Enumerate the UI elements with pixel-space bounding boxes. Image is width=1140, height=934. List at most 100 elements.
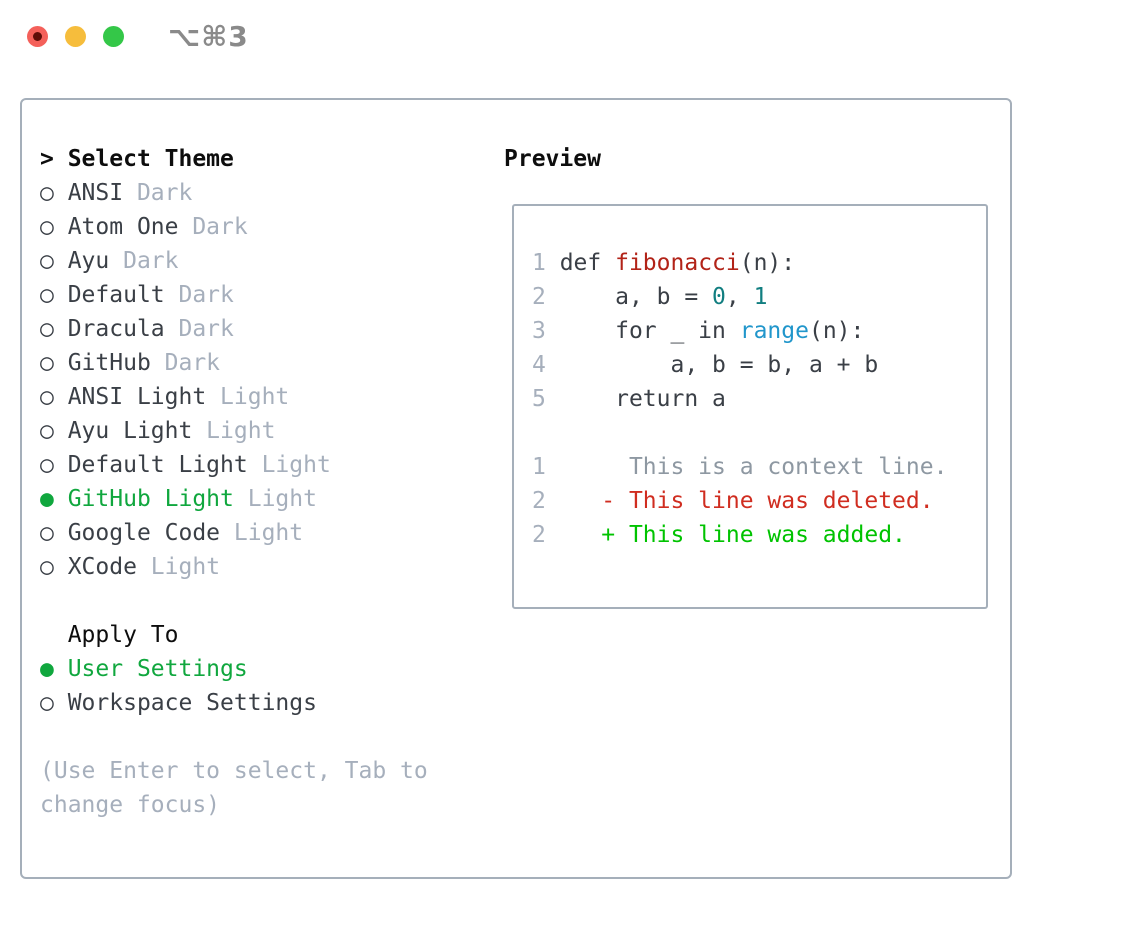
code-segment: range <box>739 318 809 344</box>
radio-unselected-icon: ○ <box>40 316 68 342</box>
theme-variant: Dark <box>178 214 248 240</box>
apply-option-workspace-settings[interactable]: ○ Workspace Settings <box>40 686 490 720</box>
radio-unselected-icon: ○ <box>40 690 68 716</box>
theme-variant: Light <box>206 384 290 410</box>
theme-option-ayu[interactable]: ○ Ayu Dark <box>40 244 490 278</box>
select-theme-title: Select Theme <box>67 146 234 172</box>
code-segment: 0 <box>712 284 726 310</box>
window-title: ⌥⌘3 <box>168 20 249 53</box>
theme-variant: Light <box>247 452 331 478</box>
line-number: 4 <box>532 352 546 378</box>
line-number: 2 <box>532 522 546 548</box>
code-segment: def <box>545 250 616 276</box>
code-segment: a, b = b, a + b <box>545 352 879 378</box>
theme-variant: Dark <box>109 248 179 274</box>
theme-option-ansi-light[interactable]: ○ ANSI Light Light <box>40 380 490 414</box>
radio-unselected-icon: ○ <box>40 520 68 546</box>
preview-title: Preview <box>504 146 601 172</box>
radio-unselected-icon: ○ <box>40 418 68 444</box>
theme-name: Ayu Light <box>67 418 193 444</box>
traffic-lights <box>27 26 124 47</box>
theme-option-dracula[interactable]: ○ Dracula Dark <box>40 312 490 346</box>
code-line-blank <box>532 416 986 450</box>
line-number: 2 <box>532 488 546 514</box>
radio-unselected-icon: ○ <box>40 282 68 308</box>
line-number: 1 <box>532 454 546 480</box>
code-segment: fibonacci <box>615 250 740 276</box>
theme-variant: Light <box>220 520 304 546</box>
theme-name: ANSI <box>67 180 124 206</box>
apply-option-label: User Settings <box>67 656 248 682</box>
indent <box>40 622 68 648</box>
radio-unselected-icon: ○ <box>40 350 68 376</box>
code-line: 2 - This line was deleted. <box>532 484 986 518</box>
theme-option-ayu-light[interactable]: ○ Ayu Light Light <box>40 414 490 448</box>
line-number: 2 <box>532 284 546 310</box>
apply-option-label: Workspace Settings <box>67 690 317 716</box>
theme-option-atom-one[interactable]: ○ Atom One Dark <box>40 210 490 244</box>
theme-picker-panel: > Select Theme ○ ANSI Dark○ Atom One Dar… <box>20 98 1012 879</box>
apply-to-title: Apply To <box>67 622 179 648</box>
code-line: 1 def fibonacci(n): <box>532 246 986 280</box>
code-line: 5 return a <box>532 382 986 416</box>
theme-variant: Light <box>136 554 221 580</box>
preview-header: Preview <box>504 142 601 176</box>
theme-option-google-code[interactable]: ○ Google Code Light <box>40 516 490 550</box>
apply-to-list: ● User Settings○ Workspace Settings <box>40 652 490 720</box>
minimize-button-icon[interactable] <box>65 26 86 47</box>
theme-variant: Light <box>192 418 276 444</box>
theme-variant: Dark <box>164 316 234 342</box>
hint-text: (Use Enter to select, Tab to change focu… <box>40 758 428 818</box>
title-bar: ⌥⌘3 <box>0 0 1140 98</box>
left-column: > Select Theme ○ ANSI Dark○ Atom One Dar… <box>40 142 490 822</box>
right-column: Preview <box>504 142 601 176</box>
prompt-caret-icon: > <box>40 146 68 172</box>
theme-list: ○ ANSI Dark○ Atom One Dark○ Ayu Dark○ De… <box>40 176 490 584</box>
theme-option-default[interactable]: ○ Default Dark <box>40 278 490 312</box>
theme-name: GitHub Light <box>67 486 234 512</box>
theme-name: GitHub <box>67 350 151 376</box>
code-line: 1 This is a context line. <box>532 450 986 484</box>
theme-option-default-light[interactable]: ○ Default Light Light <box>40 448 490 482</box>
code-segment: 1 <box>753 284 768 310</box>
line-number: 1 <box>532 250 546 276</box>
radio-unselected-icon: ○ <box>40 554 68 580</box>
zoom-button-icon[interactable] <box>103 26 124 47</box>
theme-name: Ayu <box>67 248 110 274</box>
code-segment: , <box>725 284 754 310</box>
close-dot-icon <box>33 32 42 41</box>
code-line: 4 a, b = b, a + b <box>532 348 986 382</box>
line-number: 5 <box>532 386 546 412</box>
code-segment: This is a context line. <box>545 454 948 480</box>
code-segment: - This line was deleted. <box>545 488 934 514</box>
code-segment: a, b = <box>545 284 713 310</box>
line-number: 3 <box>532 318 546 344</box>
radio-selected-icon: ● <box>40 656 68 682</box>
spacer <box>40 584 490 618</box>
code-segment: return a <box>545 386 726 412</box>
theme-option-ansi[interactable]: ○ ANSI Dark <box>40 176 490 210</box>
radio-unselected-icon: ○ <box>40 384 68 410</box>
code-line: 2 a, b = 0, 1 <box>532 280 986 314</box>
code-segment: (n): <box>808 318 865 344</box>
theme-variant: Dark <box>164 282 234 308</box>
close-button-icon[interactable] <box>27 26 48 47</box>
apply-option-user-settings[interactable]: ● User Settings <box>40 652 490 686</box>
code-segment: for _ in <box>545 318 740 344</box>
theme-name: Dracula <box>67 316 165 342</box>
code-line: 3 for _ in range(n): <box>532 314 986 348</box>
theme-option-xcode[interactable]: ○ XCode Light <box>40 550 490 584</box>
code-line: 2 + This line was added. <box>532 518 986 552</box>
theme-option-github-light[interactable]: ● GitHub Light Light <box>40 482 490 516</box>
radio-selected-icon: ● <box>40 486 68 512</box>
theme-name: Google Code <box>67 520 221 546</box>
theme-name: ANSI Light <box>67 384 207 410</box>
radio-unselected-icon: ○ <box>40 248 68 274</box>
radio-unselected-icon: ○ <box>40 180 68 206</box>
theme-variant: Light <box>233 486 317 512</box>
code-segment: (n): <box>739 250 796 276</box>
theme-option-github[interactable]: ○ GitHub Dark <box>40 346 490 380</box>
theme-name: XCode <box>67 554 137 580</box>
apply-to-header: Apply To <box>40 618 490 652</box>
